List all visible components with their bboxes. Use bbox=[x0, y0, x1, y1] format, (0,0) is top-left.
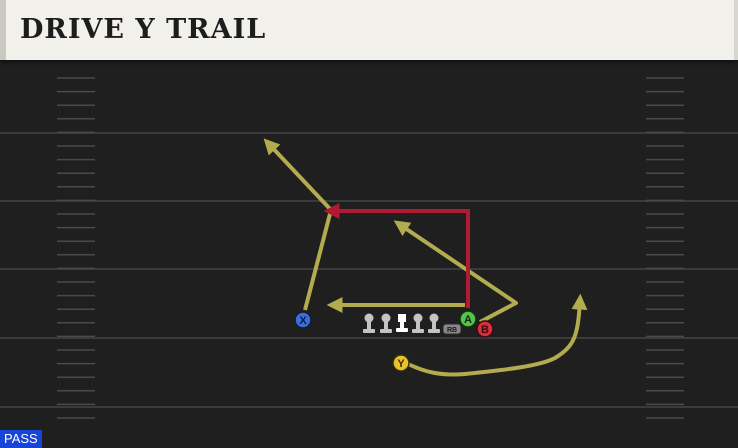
route-y bbox=[407, 293, 588, 377]
rb-badge-bg bbox=[442, 323, 462, 335]
title-accent bbox=[0, 0, 6, 60]
route-b bbox=[393, 220, 518, 324]
x-button-icon bbox=[294, 311, 312, 329]
route-y-path bbox=[407, 293, 588, 377]
lineman-icon bbox=[380, 313, 392, 333]
x-button-label: X bbox=[299, 315, 307, 327]
title-edge bbox=[734, 0, 738, 60]
hash-marks-left bbox=[57, 77, 95, 419]
y-button-label: Y bbox=[397, 358, 405, 370]
lineman-icon bbox=[412, 313, 424, 333]
center-icon bbox=[396, 314, 408, 332]
player-a[interactable]: A bbox=[459, 310, 477, 328]
a-button-icon bbox=[459, 310, 477, 328]
a-button-label: A bbox=[464, 314, 472, 326]
route-x-path bbox=[263, 138, 333, 311]
player-b[interactable]: B bbox=[476, 320, 494, 338]
route-b-path bbox=[393, 220, 518, 324]
b-button-label: B bbox=[481, 324, 489, 336]
route-a-primary bbox=[323, 203, 470, 308]
play-title-bar: DRIVE Y TRAIL bbox=[0, 0, 738, 60]
route-a-primary-path bbox=[323, 203, 470, 308]
lineman-icon bbox=[363, 313, 375, 333]
play-type-badge: PASS bbox=[0, 430, 42, 448]
offensive-line bbox=[363, 313, 440, 333]
hash-marks-right bbox=[646, 77, 684, 419]
lineman-icon bbox=[428, 313, 440, 333]
player-y[interactable]: Y bbox=[392, 354, 410, 372]
route-x bbox=[263, 138, 333, 311]
y-button-icon bbox=[392, 354, 410, 372]
yard-lines bbox=[0, 132, 738, 408]
play-title: DRIVE Y TRAIL bbox=[20, 14, 267, 45]
b-button-icon bbox=[476, 320, 494, 338]
player-x[interactable]: X bbox=[294, 311, 312, 329]
player-rb[interactable]: RB bbox=[442, 323, 462, 335]
rb-badge-label: RB bbox=[447, 327, 457, 334]
